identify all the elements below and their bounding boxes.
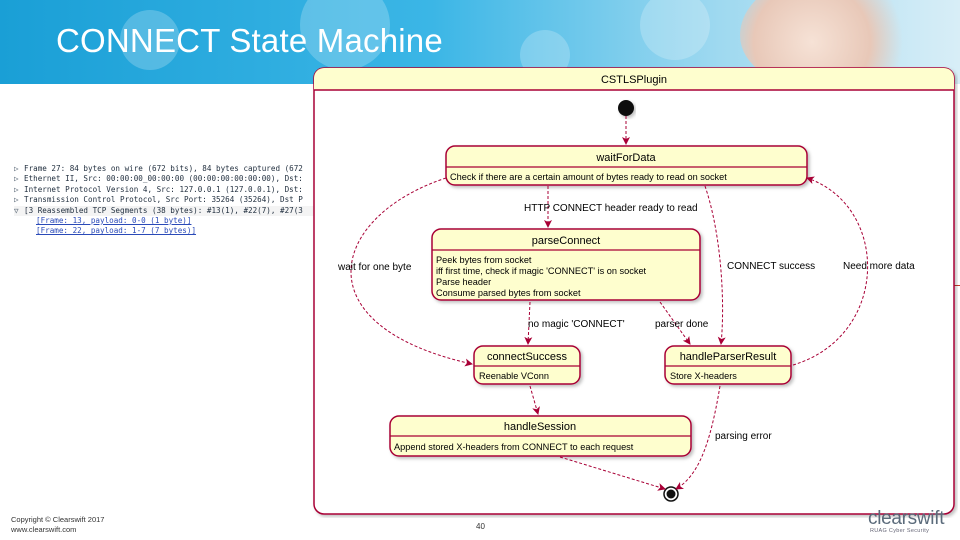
state-name: waitForData <box>595 152 656 164</box>
title-banner <box>0 0 960 84</box>
website-line: www.clearswift.com <box>11 525 77 534</box>
label-parsing-error: parsing error <box>715 431 772 442</box>
capture-subrow-link[interactable]: [Frame: 13, payload: 0-0 (1 byte)] <box>36 215 192 225</box>
state-body-line: iff first time, check if magic 'CONNECT'… <box>436 266 647 276</box>
packet-capture-panel: ▷ Frame 27: 84 bytes on wire (672 bits), … <box>14 164 314 237</box>
logo-subtitle: RUAG Cyber Security <box>870 528 930 534</box>
state-body-line: Parse header <box>436 277 491 287</box>
final-state-node <box>663 486 679 502</box>
copyright: Copyright © Clearswift 2017 www.clearswi… <box>11 515 104 535</box>
transition-wait-one-byte <box>350 177 473 367</box>
banner-bokeh <box>120 10 180 70</box>
banner-bokeh <box>640 0 710 60</box>
initial-state-dot <box>618 100 634 116</box>
state-body-line: Reenable VConn <box>479 371 549 381</box>
state-parseConnect[interactable]: parseConnect Peek bytes from socket iff … <box>431 228 701 301</box>
state-name: parseConnect <box>532 235 601 247</box>
state-name: handleSession <box>504 421 576 433</box>
container-title: CSTLSPlugin <box>601 74 667 86</box>
label-no-magic: no magic 'CONNECT' <box>528 319 625 330</box>
capture-row[interactable]: ▷ Transmission Control Protocol, Src Port… <box>14 195 314 205</box>
transition-connect-success <box>704 185 726 345</box>
state-body-line: Check if there are a certain amount of b… <box>450 172 727 182</box>
state-machine-diagram: CSTLSPlugin waitForData Check if there a… <box>313 67 955 515</box>
expand-triangle-icon[interactable]: ▷ <box>14 184 19 194</box>
capture-row-text: Internet Protocol Version 4, Src: 127.0.… <box>24 184 303 194</box>
transition-to-final <box>559 456 666 491</box>
state-body-line: Consume parsed bytes from socket <box>436 288 581 298</box>
collapse-triangle-icon[interactable]: ▽ <box>14 205 19 215</box>
label-wait-one-byte: wait for one byte <box>337 262 412 273</box>
edge-mark <box>952 285 960 286</box>
copyright-line: Copyright © Clearswift 2017 <box>11 515 105 524</box>
capture-row-text: Transmission Control Protocol, Src Port:… <box>24 195 303 205</box>
state-name: handleParserResult <box>680 351 777 363</box>
capture-row[interactable]: ▷ Internet Protocol Version 4, Src: 127.0… <box>14 185 314 195</box>
expand-triangle-icon[interactable]: ▷ <box>14 174 19 184</box>
state-waitForData[interactable]: waitForData Check if there are a certain… <box>445 145 808 186</box>
state-handleParserResult[interactable]: handleParserResult Store X-headers <box>664 345 792 385</box>
label-http-ready: HTTP CONNECT header ready to read <box>524 203 698 214</box>
capture-row[interactable]: ▷ Frame 27: 84 bytes on wire (672 bits), … <box>14 164 314 174</box>
expand-triangle-icon[interactable]: ▷ <box>14 195 19 205</box>
page-number: 40 <box>476 522 485 531</box>
label-need-more-data: Need more data <box>843 261 915 272</box>
capture-subrow-link[interactable]: [Frame: 22, payload: 1-7 (7 bytes)] <box>36 226 197 236</box>
state-body-line: Store X-headers <box>670 371 737 381</box>
clearswift-logo: clearswift <box>868 508 945 529</box>
capture-row-text: Ethernet II, Src: 00:00:00_00:00:00 (00:… <box>24 174 303 184</box>
capture-row-text: Frame 27: 84 bytes on wire (672 bits), 8… <box>24 164 303 173</box>
transition-parsing-error <box>675 385 721 490</box>
state-handleSession[interactable]: handleSession Append stored X-headers fr… <box>389 415 692 457</box>
transition-no-magic <box>524 301 533 345</box>
capture-row[interactable]: ▽ [3 Reassembled TCP Segments (38 bytes):… <box>14 205 314 216</box>
banner-bokeh <box>300 0 390 70</box>
label-parser-done: parser done <box>655 319 709 330</box>
expand-triangle-icon[interactable]: ▷ <box>14 164 19 173</box>
state-body-line: Append stored X-headers from CONNECT to … <box>394 442 634 452</box>
state-body-line: Peek bytes from socket <box>436 255 532 265</box>
capture-row[interactable]: ▷ Ethernet II, Src: 00:00:00_00:00:00 (00… <box>14 174 314 184</box>
transition-need-more-data <box>792 176 868 366</box>
state-name: connectSuccess <box>487 351 568 363</box>
state-connectSuccess[interactable]: connectSuccess Reenable VConn <box>473 345 581 385</box>
slide-title: CONNECT State Machine <box>56 22 443 59</box>
capture-row-text: [3 Reassembled TCP Segments (38 bytes): … <box>24 205 303 215</box>
transition-parser-done <box>659 301 691 345</box>
label-connect-success: CONNECT success <box>727 261 815 272</box>
